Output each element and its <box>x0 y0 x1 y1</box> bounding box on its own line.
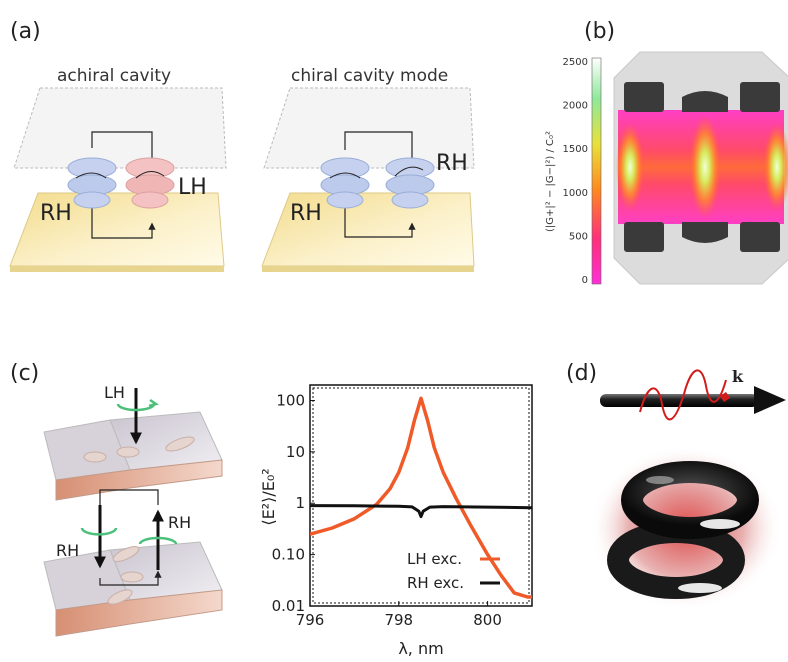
colorbar-tick-label: 0 <box>582 275 588 286</box>
loop-arrow-bottom <box>91 195 156 239</box>
coil-turn-upper <box>621 461 759 539</box>
colorbar-tick-label: 1500 <box>563 144 588 155</box>
rotation-arrow-icon <box>80 527 118 536</box>
loop-arrow-top <box>99 489 159 510</box>
rh-tag-bottom: RH <box>290 201 322 226</box>
y-tick-label: 0.10 <box>272 546 305 564</box>
coil-highlight <box>646 476 674 484</box>
colorbar-label: (|G+|² − |G−|²) / C₀² <box>545 131 556 232</box>
loop-arrow-bottom <box>99 570 162 586</box>
coil-highlight <box>700 519 740 529</box>
rh-tag: RH <box>40 201 72 226</box>
field-hotspot <box>689 115 721 219</box>
panel-label-a: (a) <box>10 19 41 44</box>
colorbar-tick-label: 1000 <box>563 188 588 199</box>
panel-label-b: (b) <box>584 19 615 44</box>
panel-d: (d) k <box>566 361 786 610</box>
cavity-blocks <box>624 82 780 252</box>
series-group <box>310 396 532 599</box>
x-tick-label: 796 <box>296 611 325 629</box>
helical-wave-icon <box>639 369 727 421</box>
achiral-cavity-title: achiral cavity <box>57 66 171 86</box>
cavity-field-map <box>613 51 788 285</box>
rh-helix-icon <box>67 157 117 209</box>
y-tick-label: 0.01 <box>272 597 305 615</box>
panel-c: (c) LH RH RH <box>10 361 223 637</box>
axis-ticks: 796 798 800 0.01 0.10 1 10 100 <box>272 391 502 629</box>
plot-inner-frame <box>312 387 530 604</box>
coil-highlight <box>678 583 722 593</box>
chiral-coil <box>590 446 782 610</box>
series-line-rh <box>310 504 532 519</box>
rh-tag-top: RH <box>436 151 468 176</box>
colorbar-tick-label: 2500 <box>563 57 588 68</box>
colorbar-ticks: 0 500 1000 1500 2000 2500 <box>563 57 588 286</box>
spectrum-chart: 796 798 800 0.01 0.10 1 10 100 λ, nm ⟨E²⟩/E₀² L… <box>259 384 533 658</box>
panel-label-d: (d) <box>566 361 597 386</box>
y-tick-label: 10 <box>286 443 305 461</box>
wave-vector-arrow <box>600 386 786 414</box>
lh-tag: LH <box>178 175 207 200</box>
panel-label-c: (c) <box>10 361 39 386</box>
x-tick-label: 798 <box>384 611 413 629</box>
x-axis-label: λ, nm <box>398 639 443 658</box>
y-tick-label: 100 <box>276 391 305 409</box>
field-hotspot <box>763 123 788 211</box>
bottom-mirror-edge <box>262 266 474 272</box>
colorbar-tick-label: 2000 <box>563 101 588 112</box>
top-slab <box>43 411 223 501</box>
panel-b: (b) 0 500 1000 1500 2000 2500 (|G+|² − |G−|²)… <box>545 19 788 286</box>
legend-lh: LH exc. <box>407 550 462 568</box>
top-mirror <box>263 87 475 169</box>
chiral-cavity-title: chiral cavity mode <box>291 66 448 86</box>
rh-tag-right: RH <box>168 513 191 532</box>
lh-tag: LH <box>104 383 125 402</box>
top-mirror <box>13 87 227 169</box>
loop-arrow-top <box>344 131 416 167</box>
field-hotspot <box>616 123 644 211</box>
rotation-arrowhead-icon <box>148 398 159 408</box>
chiral-cavity: chiral cavity mode RH RH <box>261 66 475 272</box>
series-line-lh <box>310 396 532 599</box>
x-tick-label: 800 <box>473 611 502 629</box>
panel-a: (a) achiral cavity LH <box>9 19 475 272</box>
y-axis-label: ⟨E²⟩/E₀² <box>259 468 278 525</box>
rotation-arrow-icon <box>138 536 178 545</box>
helix-tip-icon <box>720 392 730 402</box>
colorbar-tick-label: 500 <box>569 231 588 242</box>
lh-helix-icon <box>125 157 175 209</box>
bottom-mirror-edge <box>10 266 224 272</box>
k-vector-label: k <box>732 367 744 386</box>
legend-rh: RH exc. <box>407 574 464 592</box>
colorbar <box>591 57 602 285</box>
legend: LH exc. RH exc. <box>407 550 500 592</box>
rh-tag-left: RH <box>56 541 79 560</box>
rh-helix-icon <box>385 157 435 209</box>
rh-helix-icon <box>320 157 370 209</box>
y-tick-label: 1 <box>295 494 305 512</box>
loop-arrow-bottom <box>344 195 416 238</box>
achiral-cavity: achiral cavity LH RH <box>9 66 227 272</box>
rotation-arrow-icon <box>116 403 156 412</box>
loop-arrow-top <box>91 131 156 167</box>
